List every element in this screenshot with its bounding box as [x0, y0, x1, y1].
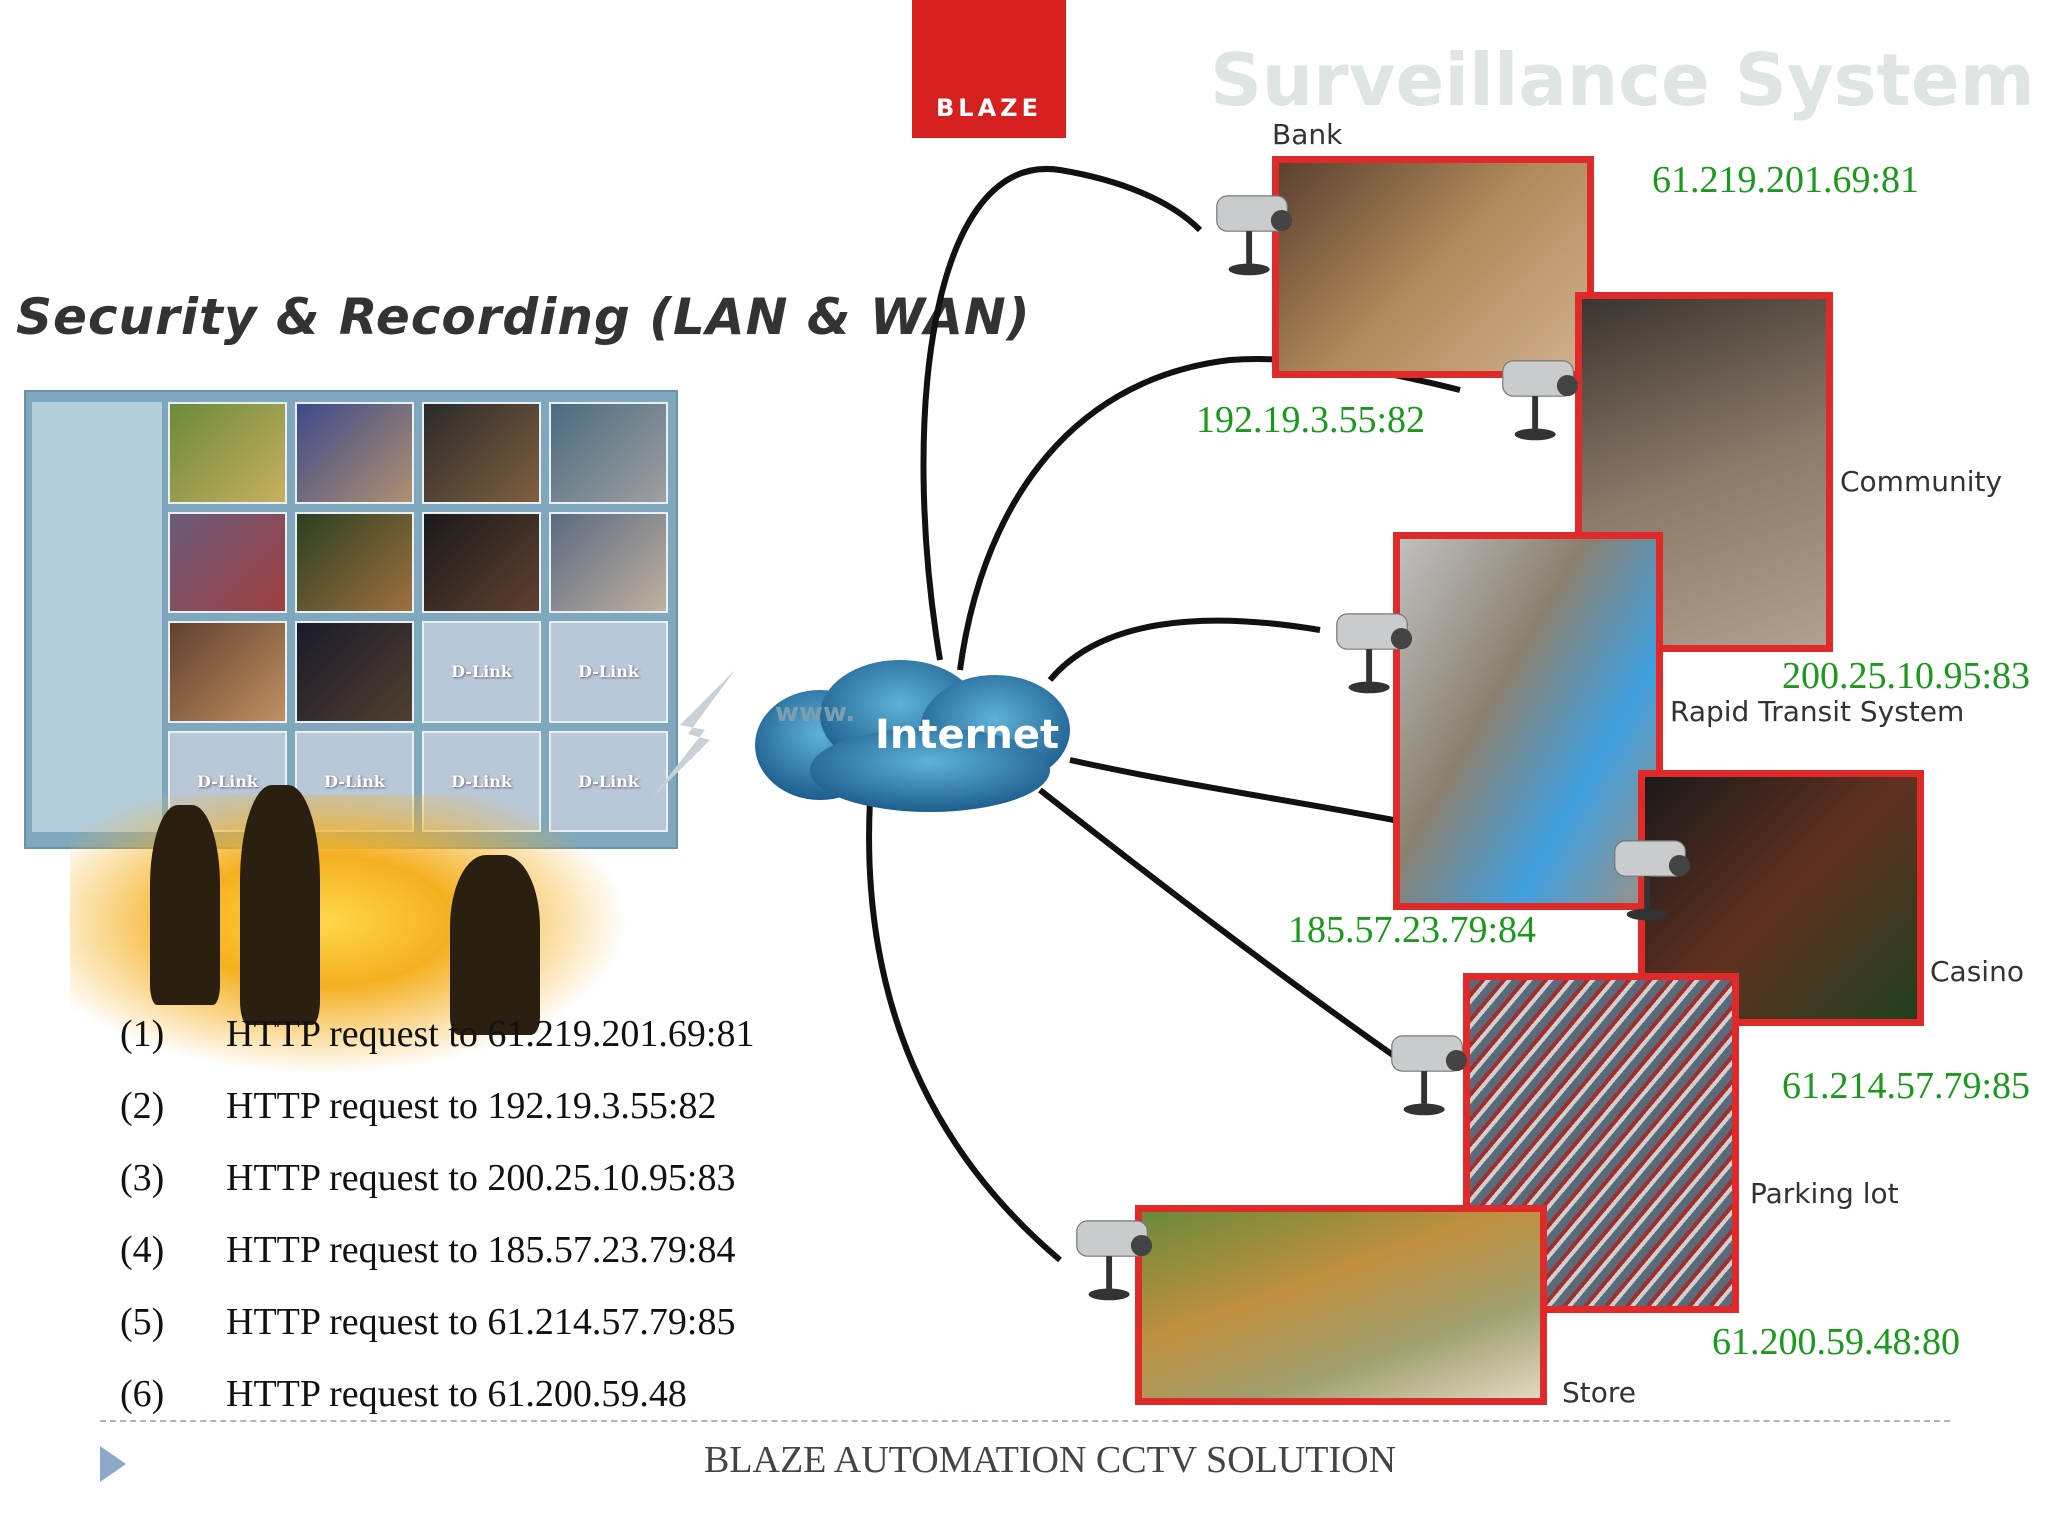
blaze-logo: BLAZE: [912, 0, 1066, 138]
watermark-title: Surveillance System: [1210, 38, 2035, 122]
location-bank: Bank: [1272, 118, 1343, 151]
camera-icon: [1076, 1220, 1153, 1301]
camera-tile[interactable]: [422, 511, 541, 613]
ip-community: 192.19.3.55:82: [1196, 399, 1426, 441]
ip-rapid-transit: 200.25.10.95:83: [1782, 655, 2031, 697]
bullet-arrow-icon: [100, 1446, 126, 1482]
request-text: HTTP request to 61.214.57.79:85: [226, 1301, 736, 1343]
request-item: (4) HTTP request to 185.57.23.79:84: [120, 1228, 735, 1272]
ip-bank: 61.219.201.69:81: [1652, 159, 1920, 201]
camera-tile[interactable]: [549, 511, 668, 613]
camera-tile[interactable]: [549, 402, 668, 504]
request-item: (3) HTTP request to 200.25.10.95:83: [120, 1156, 735, 1200]
location-casino: Casino: [1930, 955, 2024, 988]
store-photo: [1135, 1205, 1547, 1405]
request-item: (2) HTTP request to 192.19.3.55:82: [120, 1084, 716, 1128]
camera-icon: [1391, 1035, 1468, 1116]
ip-store: 61.200.59.48:80: [1712, 1321, 1961, 1363]
request-number: (4): [120, 1229, 165, 1271]
camera-tile[interactable]: [295, 621, 414, 723]
request-number: (6): [120, 1373, 165, 1415]
bank-photo: [1272, 156, 1594, 378]
footer-text: BLAZE AUTOMATION CCTV SOLUTION: [703, 1439, 1397, 1481]
camera-grid: D-Link D-Link D-Link D-Link D-Link D-Lin…: [168, 402, 668, 832]
request-text: HTTP request to 192.19.3.55:82: [226, 1085, 717, 1127]
camera-tile[interactable]: [168, 402, 287, 504]
request-text: HTTP request to 61.219.201.69:81: [226, 1013, 755, 1055]
logo-text: BLAZE: [936, 94, 1042, 122]
location-store: Store: [1562, 1376, 1637, 1409]
request-text: HTTP request to 200.25.10.95:83: [226, 1157, 736, 1199]
ip-casino: 185.57.23.79:84: [1288, 909, 1537, 951]
camera-icon: [1614, 840, 1691, 921]
camera-icon: [1216, 195, 1293, 276]
request-text: HTTP request to 61.200.59.48: [226, 1373, 687, 1415]
footer-divider: [100, 1420, 1950, 1422]
request-number: (2): [120, 1085, 165, 1127]
camera-icon: [1502, 360, 1579, 441]
camera-tile[interactable]: [295, 511, 414, 613]
cloud-www-text: www.: [775, 698, 856, 728]
lightning-icon: [650, 670, 735, 800]
request-item: (5) HTTP request to 61.214.57.79:85: [120, 1300, 735, 1344]
camera-tile[interactable]: [422, 402, 541, 504]
camera-tile-dlink[interactable]: D-Link: [422, 621, 541, 723]
page-title: Security & Recording (LAN & WAN): [16, 288, 1031, 346]
location-rapid-transit: Rapid Transit System: [1670, 695, 1965, 728]
request-number: (3): [120, 1157, 165, 1199]
camera-tile[interactable]: [168, 511, 287, 613]
location-community: Community: [1840, 465, 2003, 498]
request-text: HTTP request to 185.57.23.79:84: [226, 1229, 736, 1271]
camera-tile[interactable]: [168, 621, 287, 723]
request-item: (1) HTTP request to 61.219.201.69:81: [120, 1012, 754, 1056]
ip-parking-lot: 61.214.57.79:85: [1782, 1065, 2031, 1107]
request-item: (6) HTTP request to 61.200.59.48: [120, 1372, 687, 1416]
request-number: (5): [120, 1301, 165, 1343]
internet-cloud-icon: [755, 660, 1070, 812]
camera-tile-dlink[interactable]: D-Link: [549, 621, 668, 723]
app-control-panel: [32, 402, 162, 832]
camera-icon: [1336, 613, 1413, 694]
people-illustration: [70, 785, 630, 1075]
internet-label: Internet: [875, 712, 1060, 758]
surveillance-app-window: D-Link D-Link D-Link D-Link D-Link D-Lin…: [24, 390, 678, 849]
location-parking-lot: Parking lot: [1750, 1177, 1899, 1210]
camera-tile[interactable]: [295, 402, 414, 504]
request-number: (1): [120, 1013, 165, 1055]
